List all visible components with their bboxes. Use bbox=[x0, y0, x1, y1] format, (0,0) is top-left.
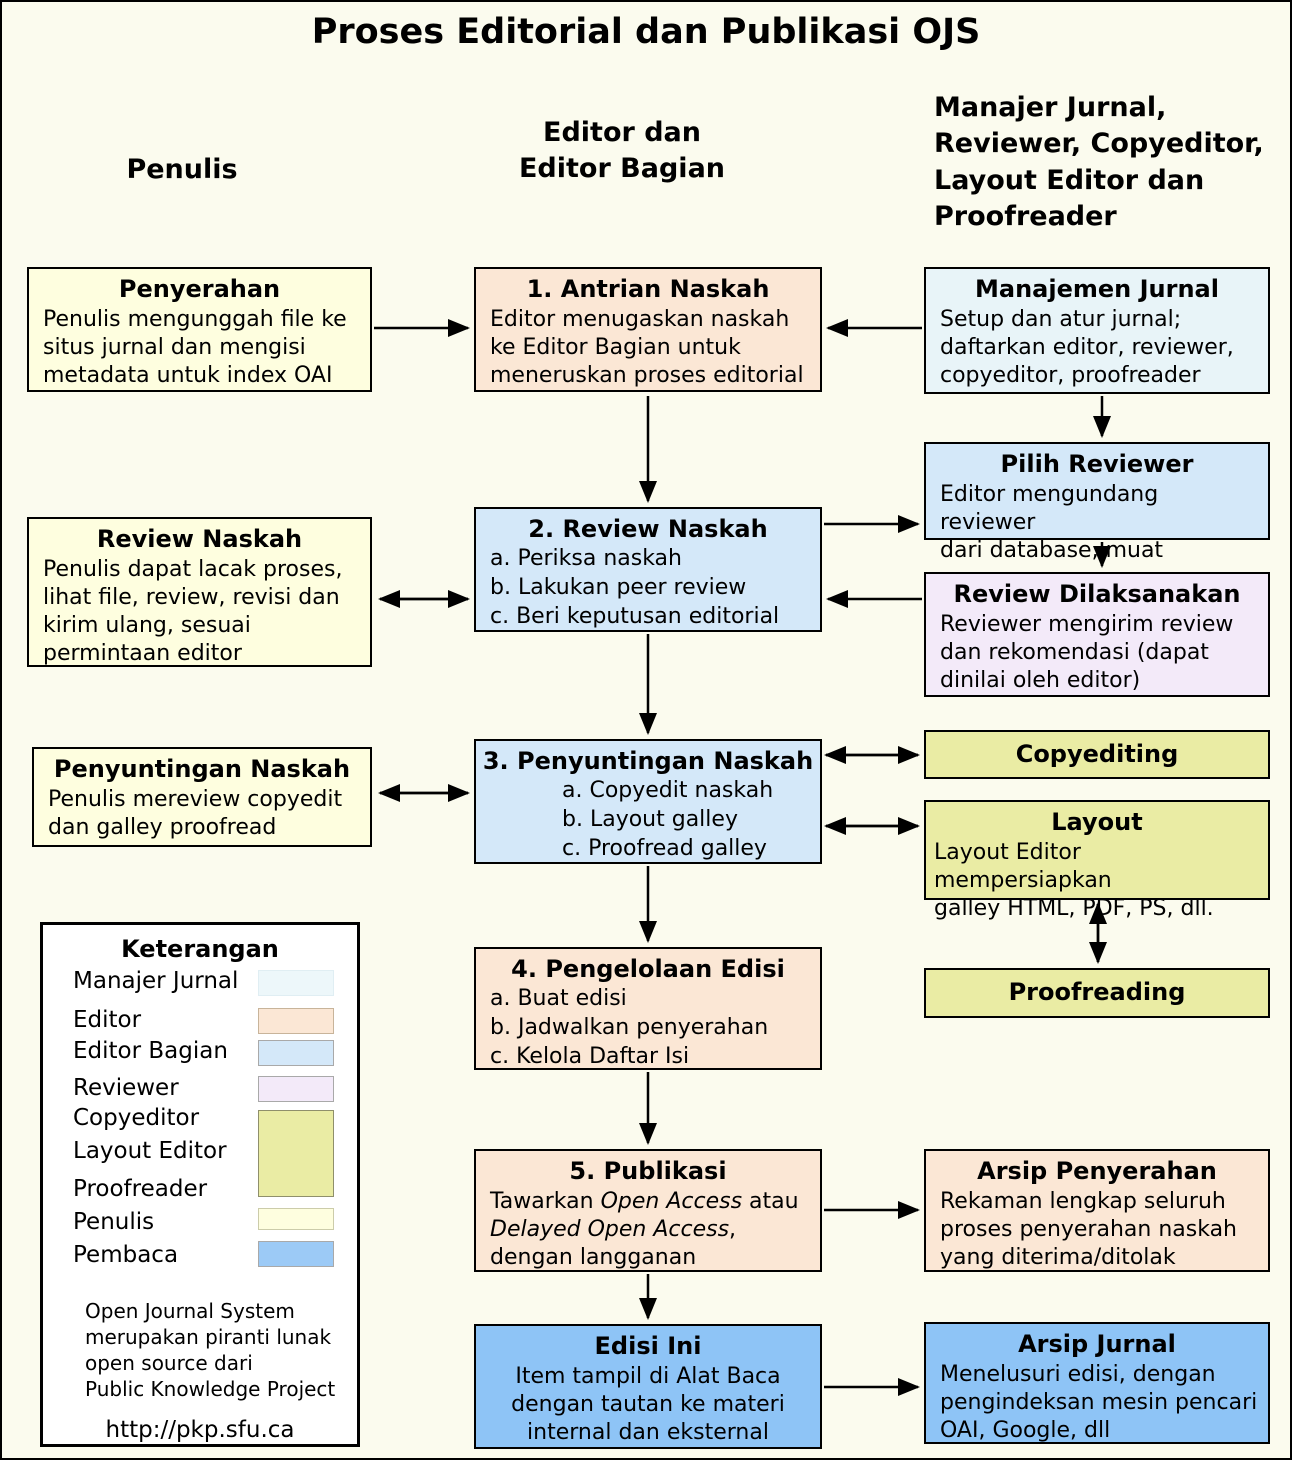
legend-swatch-reviewer bbox=[258, 1076, 334, 1102]
box-title: 2. Review Naskah bbox=[528, 515, 768, 543]
box-list-item: c. Kelola Daftar Isi bbox=[490, 1044, 690, 1070]
legend-label-editor-bagian: Editor Bagian bbox=[73, 1038, 228, 1064]
box-title: 4. Pengelolaan Edisi bbox=[511, 955, 785, 983]
box-title: 1. Antrian Naskah bbox=[526, 275, 770, 303]
box-body: Penulis mereview copyedit dan galley pro… bbox=[48, 786, 343, 840]
box-title: 3. Penyuntingan Naskah bbox=[482, 747, 814, 775]
box-title: Penyuntingan Naskah bbox=[53, 755, 351, 783]
box-list-item: a. Periksa naskah bbox=[490, 545, 682, 571]
legend-label-copyeditor: Copyeditor bbox=[73, 1105, 200, 1131]
body-text-italic: Open Access bbox=[600, 1188, 743, 1214]
box-title: Arsip Penyerahan bbox=[977, 1157, 1217, 1185]
flow-box-publikasi: 5. Publikasi Tawarkan Open Access atau D… bbox=[474, 1149, 822, 1272]
box-list-item: a. Copyedit naskah bbox=[562, 777, 774, 803]
body-text: , dengan langganan bbox=[490, 1216, 737, 1271]
flow-box-copyediting: Copyediting bbox=[924, 730, 1270, 779]
box-list-item: b. Lakukan peer review bbox=[490, 575, 747, 601]
flow-box-proofreading: Proofreading bbox=[924, 968, 1270, 1018]
legend-footer-text: Open Journal System merupakan piranti lu… bbox=[85, 1299, 336, 1401]
legend-label-editor: Editor bbox=[73, 1007, 142, 1033]
flow-box-antrian-naskah: 1. Antrian Naskah Editor menugaskan nask… bbox=[474, 267, 822, 392]
box-body: Tawarkan Open Access atau Delayed Open A… bbox=[476, 1186, 820, 1276]
legend-label-penulis: Penulis bbox=[73, 1209, 155, 1235]
box-list-item: c. Proofread galley bbox=[562, 836, 767, 862]
column-header-penulis: Penulis bbox=[126, 154, 238, 185]
box-title: Proofreading bbox=[1008, 978, 1186, 1006]
body-text-italic: Delayed Open Access bbox=[490, 1216, 730, 1242]
box-title: Copyediting bbox=[1015, 740, 1179, 768]
box-title: Review Dilaksanakan bbox=[953, 580, 1241, 608]
box-list-item: c. Beri keputusan editorial bbox=[490, 604, 780, 630]
page-title: Proses Editorial dan Publikasi OJS bbox=[311, 12, 981, 52]
box-body: Setup dan atur jurnal; daftarkan editor,… bbox=[940, 306, 1234, 389]
flow-box-pengelolaan-edisi: 4. Pengelolaan Edisi a. Buat edisi b. Ja… bbox=[474, 947, 822, 1070]
box-title: Penyerahan bbox=[118, 275, 281, 303]
column-header-editor: Editor dan Editor Bagian bbox=[518, 117, 726, 185]
box-body: Layout Editor mempersiapkan galley HTML,… bbox=[934, 839, 1214, 922]
box-title: Pilih Reviewer bbox=[1000, 450, 1194, 478]
box-title: Edisi Ini bbox=[594, 1332, 702, 1360]
legend-swatch-copyeditor-layout-proofreader bbox=[258, 1110, 334, 1197]
body-text: Tawarkan bbox=[490, 1188, 601, 1214]
box-title: Review Naskah bbox=[96, 525, 303, 553]
box-list-item: b. Layout galley bbox=[562, 807, 738, 833]
legend-label-manajer-jurnal: Manajer Jurnal bbox=[73, 968, 239, 994]
legend-swatch-manajer-jurnal bbox=[258, 970, 334, 996]
legend-swatch-editor-bagian bbox=[258, 1040, 334, 1066]
box-body: Reviewer mengirim review dan rekomendasi… bbox=[940, 611, 1234, 694]
box-body: Penulis dapat lacak proses, lihat file, … bbox=[43, 556, 343, 667]
flow-box-review-naskah: 2. Review Naskah a. Periksa naskah b. La… bbox=[474, 507, 822, 632]
flow-box-review-naskah-penulis: Review Naskah Penulis dapat lacak proses… bbox=[27, 517, 372, 667]
box-body: Rekaman lengkap seluruh proses penyeraha… bbox=[940, 1188, 1237, 1271]
legend-label-proofreader: Proofreader bbox=[73, 1176, 208, 1202]
box-list-item: a. Buat edisi bbox=[490, 985, 627, 1011]
box-title: Layout bbox=[1051, 808, 1143, 836]
legend-swatch-pembaca bbox=[258, 1241, 334, 1267]
box-list-item: b. Jadwalkan penyerahan bbox=[490, 1015, 769, 1041]
box-body: Editor mengundang reviewer dari database… bbox=[940, 481, 1164, 564]
legend-box: Keterangan Manajer Jurnal Editor Editor … bbox=[40, 922, 360, 1447]
box-body: Menelusuri edisi, dengan pengindeksan me… bbox=[940, 1361, 1258, 1444]
flow-box-layout: Layout Layout Editor mempersiapkan galle… bbox=[924, 800, 1270, 921]
flow-box-review-dilaksanakan: Review Dilaksanakan Reviewer mengirim re… bbox=[924, 572, 1270, 697]
legend-label-layout-editor: Layout Editor bbox=[73, 1138, 227, 1164]
legend-title: Keterangan bbox=[121, 935, 279, 963]
flow-box-edisi-ini: Edisi Ini Item tampil di Alat Baca denga… bbox=[474, 1324, 822, 1449]
flow-box-penyerahan: Penyerahan Penulis mengunggah file ke si… bbox=[27, 267, 372, 392]
box-body: Item tampil di Alat Baca dengan tautan k… bbox=[511, 1363, 785, 1446]
flow-box-pilih-reviewer: Pilih Reviewer Editor mengundang reviewe… bbox=[924, 442, 1270, 563]
legend-swatch-penulis bbox=[258, 1208, 334, 1230]
box-body: Penulis mengunggah file ke situs jurnal … bbox=[43, 306, 347, 389]
box-title: 5. Publikasi bbox=[569, 1157, 727, 1185]
body-text: atau bbox=[749, 1188, 799, 1214]
legend-label-pembaca: Pembaca bbox=[73, 1242, 179, 1268]
box-title: Arsip Jurnal bbox=[1018, 1330, 1176, 1358]
legend-url: http://pkp.sfu.ca bbox=[105, 1417, 295, 1443]
box-body: Editor menugaskan naskah ke Editor Bagia… bbox=[490, 306, 804, 389]
flow-box-manajemen-jurnal: Manajemen Jurnal Setup dan atur jurnal; … bbox=[924, 267, 1270, 394]
legend-label-reviewer: Reviewer bbox=[73, 1075, 179, 1101]
flow-box-penyuntingan-naskah: 3. Penyuntingan Naskah a. Copyedit naska… bbox=[474, 739, 822, 864]
column-header-other-roles: Manajer Jurnal, Reviewer, Copyeditor, La… bbox=[934, 92, 1264, 233]
legend-swatch-editor bbox=[258, 1008, 334, 1034]
box-title: Manajemen Jurnal bbox=[975, 275, 1219, 303]
flow-box-penyuntingan-naskah-penulis: Penyuntingan Naskah Penulis mereview cop… bbox=[32, 747, 372, 847]
flow-box-arsip-penyerahan: Arsip Penyerahan Rekaman lengkap seluruh… bbox=[924, 1149, 1270, 1272]
flow-box-arsip-jurnal: Arsip Jurnal Menelusuri edisi, dengan pe… bbox=[924, 1322, 1270, 1444]
